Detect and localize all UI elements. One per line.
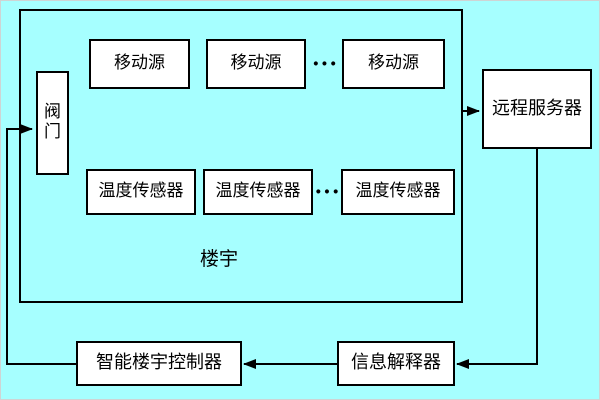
valve-node: 阀门 xyxy=(36,71,69,175)
building-label: 楼宇 xyxy=(199,248,238,270)
mobile-sources-ellipsis: ··· xyxy=(312,51,338,77)
building-controller-node: 智能楼宇控制器 xyxy=(76,341,242,386)
temp-sensor-node: 温度传感器 xyxy=(86,169,196,215)
building-boundary xyxy=(19,9,463,303)
mobile-source-node: 移动源 xyxy=(206,39,306,89)
temp-sensor-node: 温度传感器 xyxy=(203,169,313,215)
info-interpreter-node: 信息解释器 xyxy=(337,341,455,386)
temp-sensor-node: 温度传感器 xyxy=(341,169,455,215)
remote-server-node: 远程服务器 xyxy=(482,69,592,149)
mobile-source-node: 移动源 xyxy=(89,39,190,89)
arrow-server-to-interpreter xyxy=(456,149,538,369)
mobile-source-node: 移动源 xyxy=(342,39,445,89)
temp-sensors-ellipsis: ··· xyxy=(314,179,341,205)
